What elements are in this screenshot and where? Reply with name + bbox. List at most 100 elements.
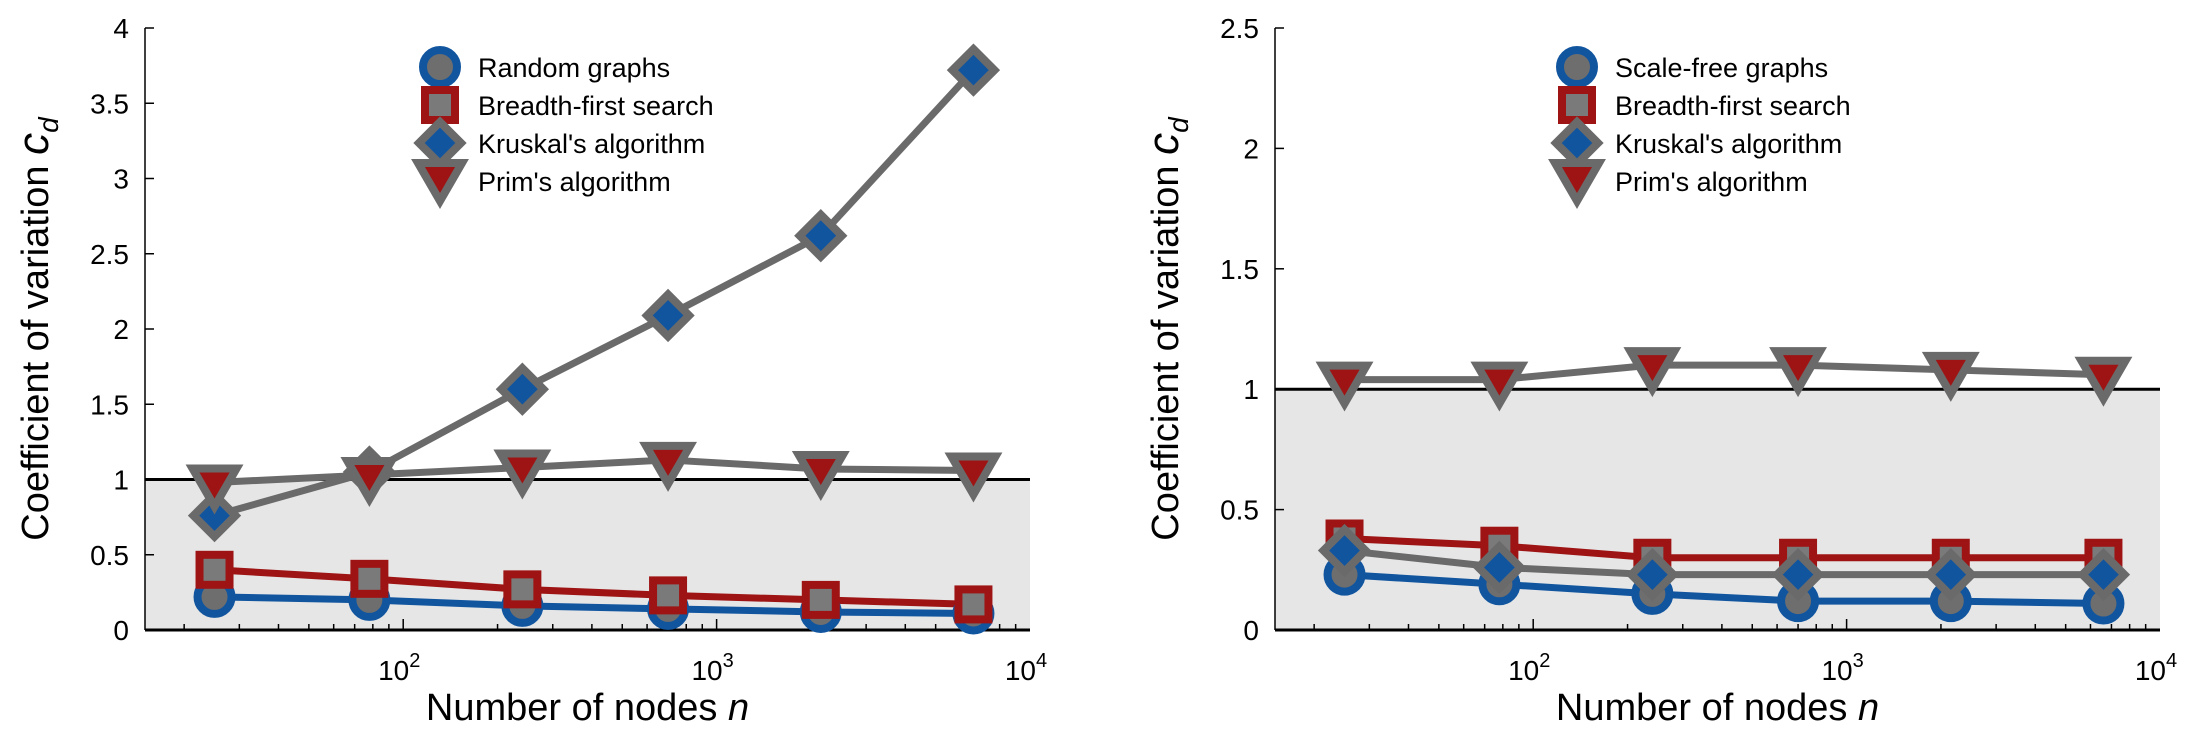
y-tick-label: 0.5 bbox=[1220, 495, 1259, 526]
data-point bbox=[1921, 351, 1980, 402]
data-point bbox=[1924, 547, 1978, 602]
data-point bbox=[185, 464, 244, 515]
x-tick-label: 104 bbox=[2135, 650, 2177, 686]
shaded-band bbox=[1275, 389, 2160, 630]
series-line-1 bbox=[211, 593, 977, 617]
legend-marker bbox=[411, 159, 469, 209]
series-line-4 bbox=[1341, 361, 2107, 384]
x-tick-base: 10 bbox=[2135, 655, 2166, 686]
x-tick-exponent: 2 bbox=[1539, 650, 1550, 672]
data-point bbox=[954, 585, 993, 624]
legend-marker bbox=[421, 86, 459, 124]
data-point bbox=[493, 449, 552, 500]
x-axis-label-text: Number of nodes bbox=[1556, 687, 1858, 729]
x-tick-label: 103 bbox=[1821, 650, 1863, 686]
x-tick-exponent: 3 bbox=[1853, 650, 1864, 672]
y-tick-label: 2.5 bbox=[90, 239, 129, 270]
data-point bbox=[649, 576, 688, 615]
y-axis-label-text: Coefficient of variation bbox=[1145, 155, 1187, 541]
y-tick-label: 2.5 bbox=[1220, 13, 1259, 44]
data-point bbox=[946, 43, 1001, 97]
y-axis-label: Coefficient of variation cd bbox=[9, 116, 64, 541]
data-point bbox=[350, 559, 389, 598]
data-point bbox=[1472, 540, 1527, 595]
data-point bbox=[187, 488, 242, 543]
x-tick-base: 10 bbox=[691, 655, 722, 686]
y-axis-label-subscript: d bbox=[1163, 116, 1194, 133]
legend-marker bbox=[1548, 159, 1606, 209]
data-point bbox=[1771, 547, 1825, 602]
y-axis-label-variable: c bbox=[9, 133, 58, 155]
data-point bbox=[1470, 361, 1529, 412]
x-tick-base: 10 bbox=[1005, 655, 1036, 686]
x-tick-label: 104 bbox=[1005, 650, 1047, 686]
data-point bbox=[195, 550, 234, 589]
legend-marker bbox=[1556, 46, 1598, 88]
x-tick-exponent: 3 bbox=[723, 650, 734, 672]
y-tick-label: 0 bbox=[1243, 615, 1259, 646]
y-axis-label-subscript: d bbox=[33, 116, 64, 133]
data-point bbox=[639, 441, 697, 492]
legend-label: Prim's algorithm bbox=[1615, 167, 1808, 197]
y-tick-label: 1.5 bbox=[1220, 254, 1259, 285]
legend-marker bbox=[413, 116, 467, 170]
series-markers-3 bbox=[1317, 523, 2131, 602]
series-markers-4 bbox=[1315, 347, 2133, 412]
data-point bbox=[794, 209, 848, 263]
data-point bbox=[495, 362, 550, 416]
x-tick-base: 10 bbox=[1821, 655, 1852, 686]
series-line-1 bbox=[1341, 571, 2107, 608]
series-line-4 bbox=[211, 456, 977, 487]
data-point bbox=[791, 450, 850, 501]
data-point bbox=[340, 456, 399, 507]
data-point bbox=[1623, 347, 1682, 398]
x-tick-base: 10 bbox=[378, 655, 409, 686]
y-tick-label: 2 bbox=[113, 314, 129, 345]
y-tick-label: 0 bbox=[113, 615, 129, 646]
legend-label: Scale-free graphs bbox=[1615, 53, 1828, 83]
y-tick-label: 1 bbox=[113, 465, 129, 496]
data-point bbox=[1315, 361, 1374, 412]
data-point bbox=[944, 452, 1003, 503]
x-tick-exponent: 2 bbox=[409, 650, 420, 672]
y-tick-label: 3.5 bbox=[90, 88, 129, 119]
legend-label: Breadth-first search bbox=[1615, 91, 1851, 121]
x-axis-label-text: Number of nodes bbox=[426, 687, 728, 729]
data-point bbox=[801, 580, 840, 619]
x-tick-label: 103 bbox=[691, 650, 733, 686]
series-markers-2 bbox=[195, 550, 993, 624]
legend-label: Random graphs bbox=[478, 53, 670, 83]
y-axis-label-text: Coefficient of variation bbox=[15, 155, 57, 541]
legend-label: Prim's algorithm bbox=[478, 167, 671, 197]
x-tick-label: 102 bbox=[1508, 650, 1550, 686]
data-point bbox=[641, 288, 695, 343]
y-axis-label: Coefficient of variation cd bbox=[1139, 116, 1194, 541]
data-point bbox=[2074, 356, 2133, 407]
x-axis-label-variable: n bbox=[728, 687, 749, 729]
data-point bbox=[503, 570, 542, 609]
y-tick-label: 0.5 bbox=[90, 540, 129, 571]
series-markers-4 bbox=[185, 441, 1003, 515]
x-axis-label: Number of nodes n bbox=[1556, 687, 1879, 729]
legend-marker bbox=[1550, 116, 1604, 170]
x-tick-base: 10 bbox=[1508, 655, 1539, 686]
y-tick-label: 1.5 bbox=[90, 389, 129, 420]
series-line-2 bbox=[211, 566, 977, 608]
data-point bbox=[2076, 547, 2131, 602]
y-tick-label: 4 bbox=[113, 13, 129, 44]
y-tick-label: 1 bbox=[1243, 374, 1259, 405]
y-axis-label-variable: c bbox=[1139, 133, 1188, 155]
legend-marker bbox=[1558, 86, 1596, 124]
legend-label: Breadth-first search bbox=[478, 91, 714, 121]
legend-label: Kruskal's algorithm bbox=[478, 129, 705, 159]
x-tick-label: 102 bbox=[378, 650, 420, 686]
data-point bbox=[1317, 523, 1372, 578]
legend-marker bbox=[419, 46, 461, 88]
data-point bbox=[1769, 347, 1827, 398]
x-axis-label-variable: n bbox=[1858, 687, 1879, 729]
